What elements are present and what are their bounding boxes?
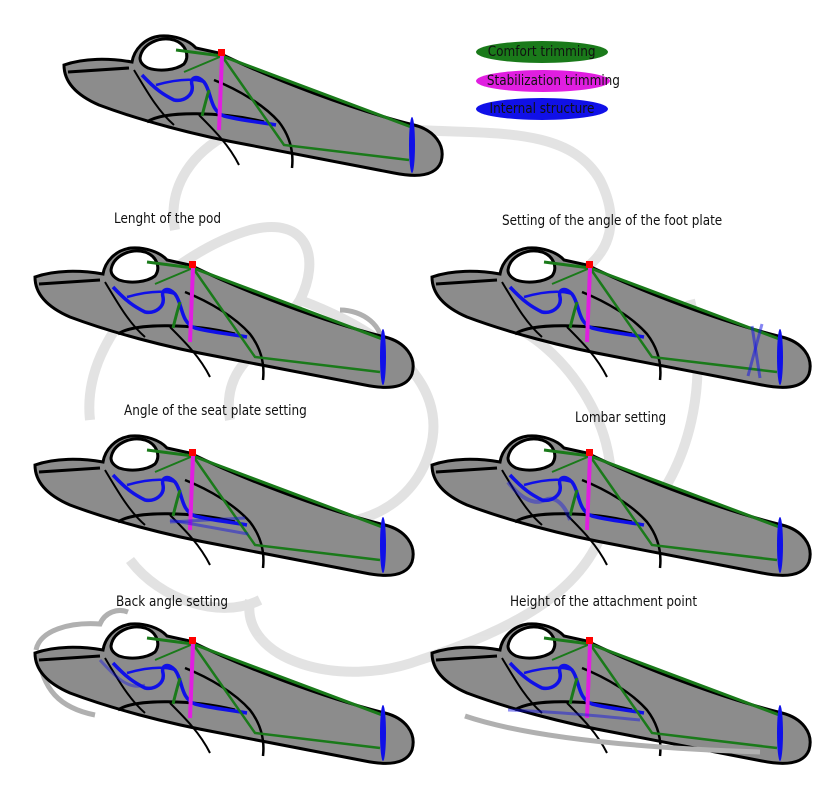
pod-foot-plate-illustration bbox=[430, 245, 813, 390]
caption-foot-plate: Setting of the angle of the foot plate bbox=[502, 213, 723, 229]
caption-pod-length: Lenght of the pod bbox=[114, 211, 222, 227]
legend-comfort-trimming: Comfort trimming bbox=[476, 41, 608, 63]
pod-attachment-illustration bbox=[430, 621, 813, 766]
caption-seat-plate: Angle of the seat plate setting bbox=[124, 403, 307, 419]
pod-back-angle-illustration bbox=[33, 608, 416, 766]
legend-internal-structure: Internal structure bbox=[476, 98, 608, 120]
legend-comfort-label: Comfort trimming bbox=[488, 44, 596, 60]
pod-seat-plate-illustration bbox=[33, 433, 416, 578]
legend-stabilization-label: Stabilization trimming bbox=[486, 73, 620, 89]
background-watermark bbox=[84, 110, 703, 677]
caption-attachment: Height of the attachment point bbox=[510, 594, 698, 610]
pod-length-illustration bbox=[33, 245, 416, 390]
caption-lombar: Lombar setting bbox=[575, 410, 667, 426]
legend-stabilization-trimming: Stabilization trimming bbox=[476, 70, 620, 92]
legend-internal-label: Internal structure bbox=[489, 101, 595, 117]
pod-main bbox=[62, 33, 445, 178]
pod-lombar-illustration bbox=[430, 433, 813, 578]
caption-back-angle: Back angle setting bbox=[116, 594, 229, 610]
